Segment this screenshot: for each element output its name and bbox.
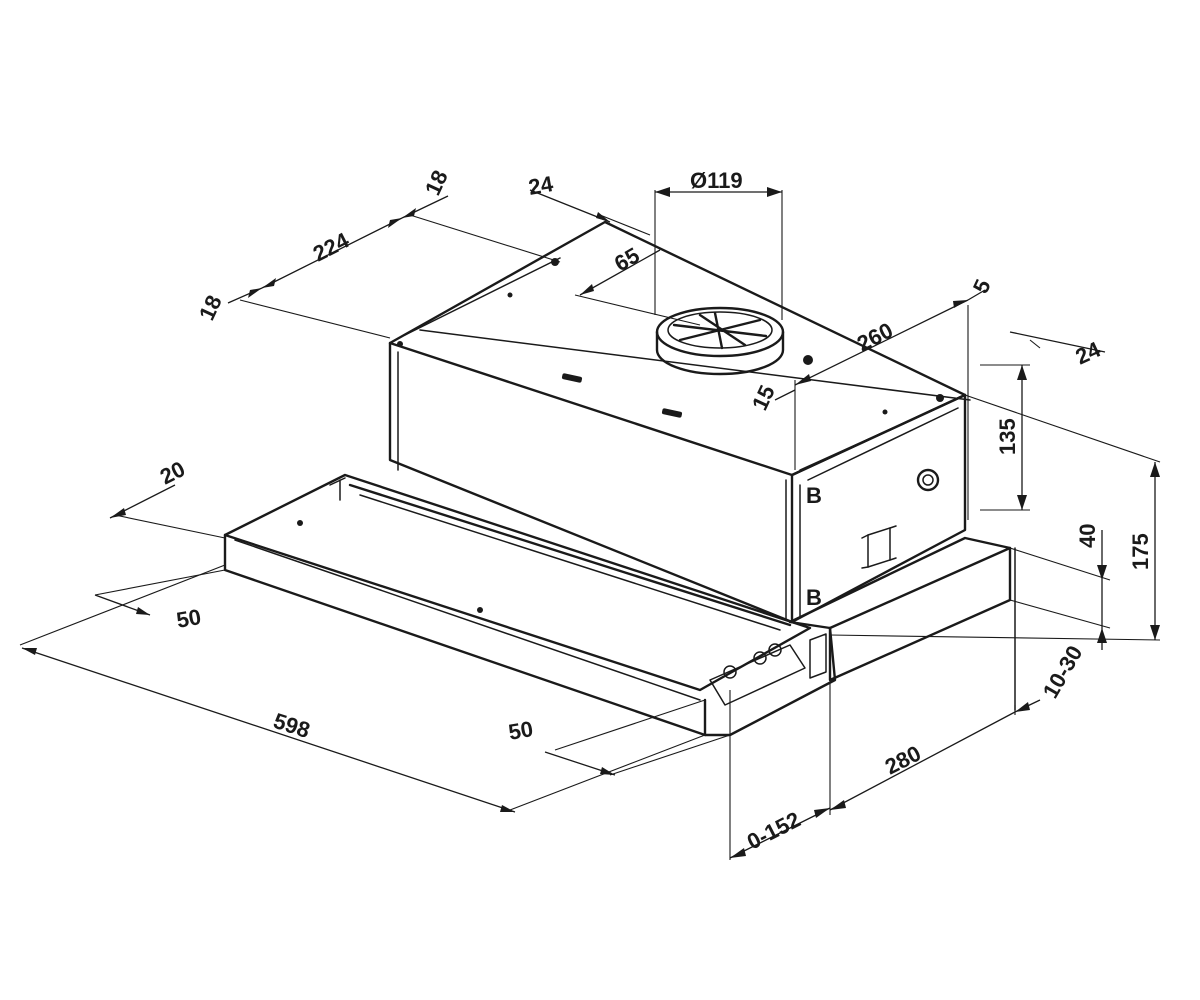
dim-24-top: 24 <box>527 171 556 200</box>
hood-body <box>388 220 1016 711</box>
dimension-lines <box>21 189 1156 859</box>
dim-50-front: 50 <box>507 716 535 745</box>
dim-65: 65 <box>610 242 644 276</box>
b-markers: B B <box>806 483 822 610</box>
marker-b-lower: B <box>806 585 822 610</box>
dim-50-left: 50 <box>175 604 203 633</box>
dim-18-top: 18 <box>420 166 453 199</box>
dim-10-30: 10-30 <box>1038 641 1088 702</box>
dim-598: 598 <box>270 708 313 743</box>
exhaust-collar <box>655 306 785 376</box>
dim-15: 15 <box>747 381 780 414</box>
dim-5: 5 <box>968 275 996 297</box>
arrowheads <box>22 187 1160 858</box>
dim-20: 20 <box>156 456 189 489</box>
dim-40: 40 <box>1075 524 1100 548</box>
dim-diameter-119: Ø119 <box>690 168 743 193</box>
marker-b-upper: B <box>806 483 822 508</box>
dim-0-152: 0-152 <box>743 807 804 855</box>
telescopic-drawer <box>223 473 837 737</box>
dim-24-right: 24 <box>1072 336 1105 369</box>
dim-280: 280 <box>881 741 925 780</box>
dim-260: 260 <box>853 318 897 357</box>
dim-175: 175 <box>1128 533 1153 570</box>
dim-135: 135 <box>995 418 1020 455</box>
dim-18-left: 18 <box>194 291 227 324</box>
